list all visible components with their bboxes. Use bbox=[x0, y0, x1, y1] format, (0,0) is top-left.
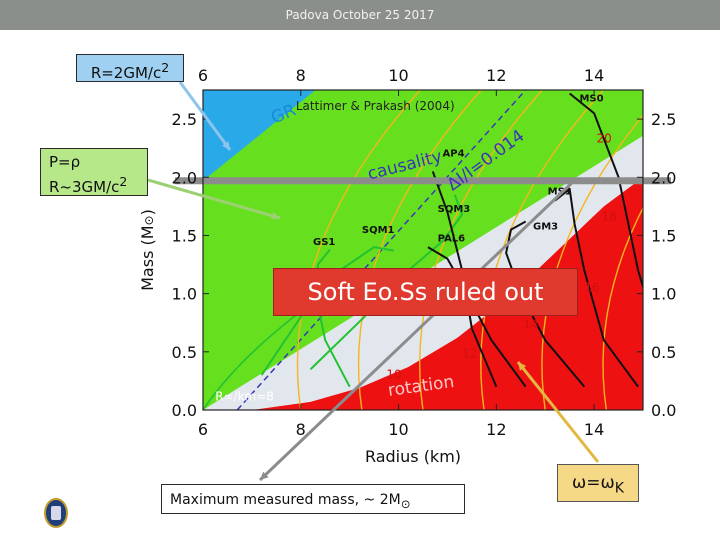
eos-label-sqm1: SQM1 bbox=[362, 225, 395, 236]
eos-curve-ms1 bbox=[554, 187, 639, 388]
y-tick-label-right-2: 1.0 bbox=[651, 285, 676, 304]
soft-eos-callout: Soft Eo.Ss ruled out bbox=[273, 268, 578, 316]
y-tick-label-left-4: 2.0 bbox=[172, 168, 197, 187]
x-axis-label: Radius (km) bbox=[365, 447, 461, 466]
x-tick-label-bottom-14: 14 bbox=[584, 420, 604, 439]
arrow-omega-head bbox=[518, 362, 527, 371]
omega-callout: ω=ωK bbox=[557, 464, 639, 502]
arrow-causality bbox=[147, 178, 281, 220]
y-tick-label-left-2: 1.0 bbox=[172, 285, 197, 304]
gr-limit-text: R=2GM/c bbox=[90, 64, 162, 82]
eos-curve-sqm3 bbox=[309, 194, 464, 370]
plot-frame bbox=[202, 89, 644, 411]
x-tick-label-bottom-10: 10 bbox=[388, 420, 408, 439]
y-axis-label-text: Mass (M bbox=[138, 225, 157, 290]
omega-text: ω=ω bbox=[571, 473, 615, 493]
causality-line2: R~3GM/c bbox=[49, 178, 120, 196]
x-tick-label-bottom-8: 8 bbox=[296, 420, 306, 439]
causality-region bbox=[203, 90, 643, 410]
radiation-contour-14 bbox=[418, 90, 543, 410]
eos-label-gm3: GM3 bbox=[533, 222, 558, 233]
max-mass-callout: Maximum measured mass, ~ 2M⊙ bbox=[161, 484, 465, 514]
y-tick-label-right-0: 0.0 bbox=[651, 401, 676, 420]
y-tick-label-left-3: 1.5 bbox=[172, 226, 197, 245]
rinf-label: R∞/km=8 bbox=[215, 390, 274, 404]
y-tick-label-right-5: 2.5 bbox=[651, 110, 676, 129]
eos-label-gs1: GS1 bbox=[313, 237, 335, 248]
eos-label-ms1: MS1 bbox=[548, 187, 572, 198]
y-axis-label: Mass (M⊙) bbox=[138, 209, 157, 291]
omega-sub: K bbox=[614, 480, 624, 497]
y-axis-label-sym: ⊙ bbox=[142, 215, 156, 225]
arrow-causality-head bbox=[271, 211, 280, 220]
x-tick-label-top-14: 14 bbox=[584, 66, 604, 85]
causality-line1: P=ρ bbox=[49, 153, 81, 171]
y-tick-label-right-4: 2.0 bbox=[651, 168, 676, 187]
x-tick-label-top-12: 12 bbox=[486, 66, 506, 85]
gr-region bbox=[203, 90, 316, 181]
gr-limit-sup: 2 bbox=[161, 60, 170, 75]
arrow-max-mass-head bbox=[260, 471, 269, 480]
contour-label-12: 12 bbox=[462, 347, 477, 361]
max-mass-text: Maximum measured mass, ~ 2M bbox=[170, 492, 401, 508]
causality-sup: 2 bbox=[119, 174, 128, 189]
y-tick-label-left-5: 2.5 bbox=[172, 110, 197, 129]
y-tick-label-left-1: 0.5 bbox=[172, 343, 197, 362]
radiation-contour-10 bbox=[296, 90, 421, 410]
contour-label-18: 18 bbox=[601, 209, 616, 223]
arrow-max-mass bbox=[258, 178, 577, 482]
eos-label-sqm3: SQM3 bbox=[438, 204, 471, 215]
max-mass-sym: ⊙ bbox=[400, 496, 411, 511]
contour-label-16: 16 bbox=[584, 280, 599, 294]
y-tick-label-right-3: 1.5 bbox=[651, 226, 676, 245]
arrow-gr-head bbox=[222, 141, 230, 150]
y-axis-label-close: ) bbox=[138, 209, 157, 215]
y-tick-label-right-1: 0.5 bbox=[651, 343, 676, 362]
citation-label: Lattimer & Prakash (2004) bbox=[296, 99, 455, 113]
contour-label-20: 20 bbox=[597, 131, 612, 145]
radiation-contour-20 bbox=[602, 206, 643, 410]
header-bar bbox=[0, 0, 720, 30]
plot-area bbox=[203, 90, 643, 410]
radiation-contour-12 bbox=[357, 90, 482, 410]
university-seal-icon bbox=[44, 498, 68, 528]
x-tick-label-top-8: 8 bbox=[296, 66, 306, 85]
x-tick-label-bottom-6: 6 bbox=[198, 420, 208, 439]
rotation-region bbox=[203, 177, 643, 410]
eos-label-pal6: PAL6 bbox=[438, 233, 466, 244]
gr-limit-callout: R=2GM/c2 bbox=[76, 54, 184, 82]
eos-label-ms0: MS0 bbox=[579, 94, 603, 105]
contour-label-10: 10 bbox=[386, 368, 401, 382]
contour-label-14: 14 bbox=[523, 318, 538, 332]
rinf-curve bbox=[203, 304, 310, 410]
moment-limit-line bbox=[236, 90, 527, 410]
header-title: Padova October 25 2017 bbox=[285, 8, 435, 22]
arrow-omega bbox=[516, 361, 600, 463]
arrow-gr bbox=[178, 81, 232, 151]
causality-callout: P=ρ R~3GM/c2 bbox=[40, 148, 148, 196]
x-tick-label-bottom-12: 12 bbox=[486, 420, 506, 439]
eos-label-ap4: AP4 bbox=[443, 148, 465, 159]
x-tick-label-top-6: 6 bbox=[198, 66, 208, 85]
max-mass-band bbox=[175, 177, 671, 185]
radiation-contour-18 bbox=[541, 114, 643, 410]
x-tick-label-top-10: 10 bbox=[388, 66, 408, 85]
y-tick-label-left-0: 0.0 bbox=[172, 401, 197, 420]
